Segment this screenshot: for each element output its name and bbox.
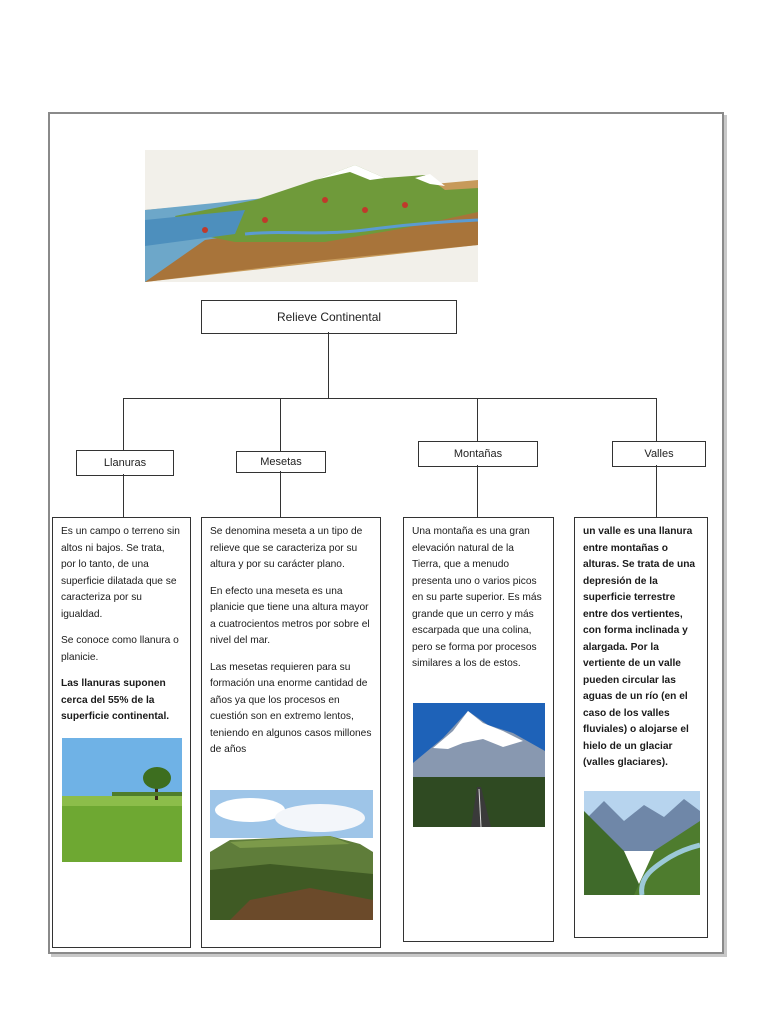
llanuras-percentage: Las llanuras suponen cerca del 55% de la… xyxy=(61,676,182,726)
connector-montanas-col xyxy=(477,465,478,518)
category-label: Montañas xyxy=(454,448,502,460)
root-label: Relieve Continental xyxy=(277,310,381,324)
connector-root-down xyxy=(328,332,329,398)
mesetas-formation: Las mesetas requieren para su formación … xyxy=(210,660,372,759)
llanuras-column: Es un campo o terreno sin altos ni bajos… xyxy=(52,517,191,948)
mesetas-definition: Se denomina meseta a un tipo de relieve … xyxy=(210,524,372,574)
category-label: Llanuras xyxy=(104,457,146,469)
connector-horizontal xyxy=(123,398,656,399)
category-label: Mesetas xyxy=(260,456,302,468)
connector-valles xyxy=(656,398,657,441)
connector-mesetas xyxy=(280,398,281,451)
category-label: Valles xyxy=(644,448,673,460)
category-mesetas: Mesetas xyxy=(236,451,326,473)
plateau-photo xyxy=(210,790,373,920)
plain-photo xyxy=(62,738,182,862)
category-valles: Valles xyxy=(612,441,706,467)
root-node: Relieve Continental xyxy=(201,300,457,334)
connector-valles-col xyxy=(656,465,657,518)
connector-llanuras-col xyxy=(123,474,124,518)
mesetas-height: En efecto una meseta es una planicie que… xyxy=(210,584,372,650)
montanas-definition: Una montaña es una gran elevación natura… xyxy=(412,524,545,673)
llanuras-synonym: Se conoce como llanura o planicie. xyxy=(61,633,182,666)
connector-mesetas-col xyxy=(280,471,281,518)
category-llanuras: Llanuras xyxy=(76,450,174,476)
relief-landscape-illustration xyxy=(145,150,478,282)
valles-definition: un valle es una llanura entre montañas o… xyxy=(583,524,699,772)
connector-llanuras xyxy=(123,398,124,450)
mountain-photo xyxy=(413,703,545,827)
connector-montanas xyxy=(477,398,478,441)
valley-photo xyxy=(584,791,700,895)
category-montanas: Montañas xyxy=(418,441,538,467)
llanuras-definition: Es un campo o terreno sin altos ni bajos… xyxy=(61,524,182,623)
